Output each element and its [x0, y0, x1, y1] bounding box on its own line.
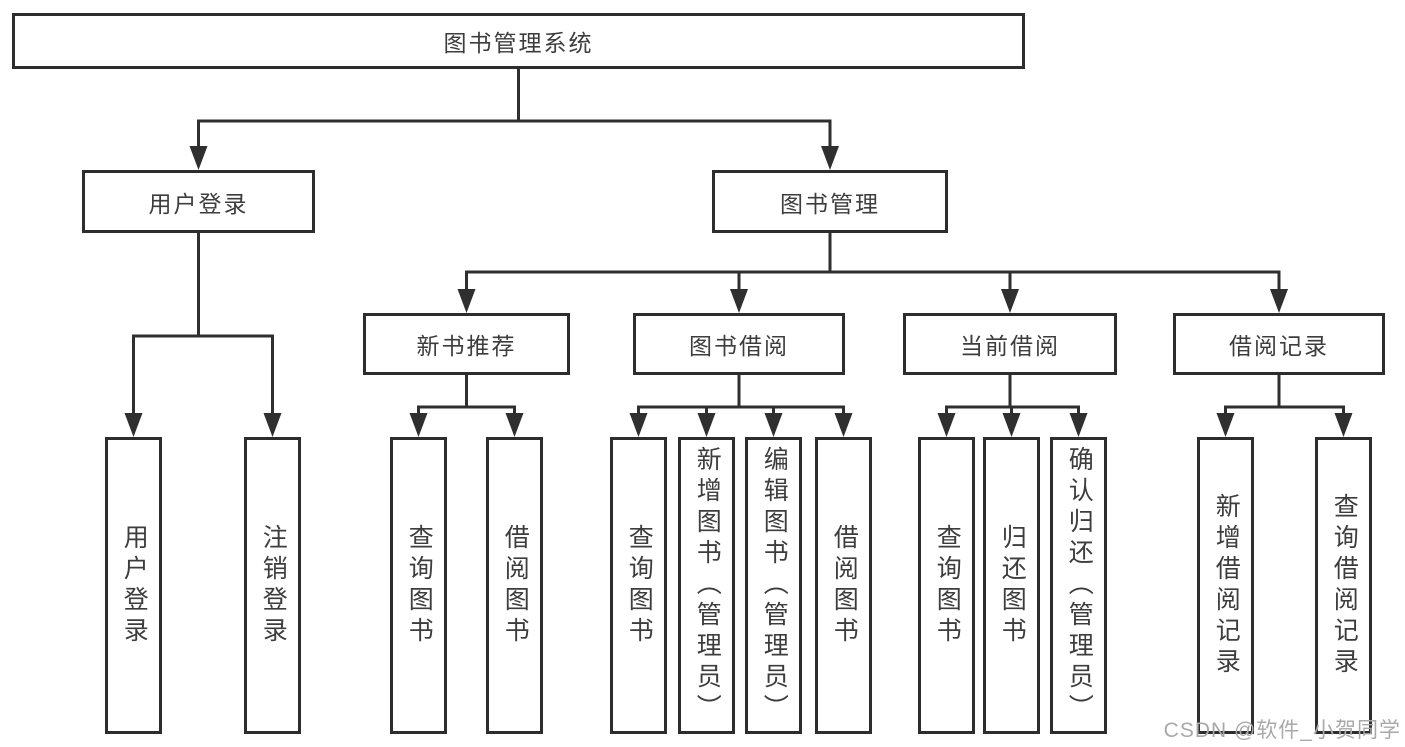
leaf-label: 查询图书 — [625, 523, 654, 648]
leaf-borrowing-edit-book-admin: 编辑图书（管理员） — [745, 437, 802, 734]
leaf-label: 新增图书（管理员） — [693, 446, 722, 725]
leaf-label: 用户登录 — [120, 523, 149, 648]
leaf-borrowing-query-books: 查询图书 — [610, 437, 667, 734]
connector-record-to-leaves — [1224, 375, 1345, 417]
leaf-current-confirm-return-admin: 确认归还（管理员） — [1050, 437, 1107, 734]
leaf-label: 查询图书 — [933, 523, 962, 648]
node-book-management: 图书管理 — [712, 170, 948, 233]
connector-bookmgmt-to-level3 — [465, 233, 1281, 293]
leaf-label: 归还图书 — [998, 523, 1027, 648]
leaf-current-return-books: 归还图书 — [983, 437, 1040, 734]
leaf-newrec-query-books: 查询图书 — [390, 437, 447, 734]
leaf-logout: 注销登录 — [244, 437, 301, 734]
connector-newrec-to-leaves — [417, 375, 516, 417]
node-root-library-system: 图书管理系统 — [12, 13, 1025, 69]
leaf-newrec-borrow-books: 借阅图书 — [486, 437, 543, 734]
connector-borrow-to-leaves — [637, 375, 845, 417]
leaf-label: 编辑图书（管理员） — [760, 446, 789, 725]
leaf-label: 注销登录 — [259, 523, 288, 648]
node-user-login: 用户登录 — [82, 170, 315, 233]
leaf-label: 确认归还（管理员） — [1065, 446, 1094, 725]
leaf-user-login: 用户登录 — [105, 437, 162, 734]
leaf-current-query-books: 查询图书 — [918, 437, 975, 734]
leaf-label: 借阅图书 — [830, 523, 859, 648]
leaf-borrowing-add-book-admin: 新增图书（管理员） — [678, 437, 735, 734]
csdn-watermark: CSDN @软件_小贺同学 — [1163, 719, 1401, 742]
connector-root-to-level2 — [197, 68, 832, 150]
leaf-record-query-borrow-record: 查询借阅记录 — [1315, 437, 1372, 734]
node-current-borrowing: 当前借阅 — [903, 313, 1117, 375]
node-new-book-recommend: 新书推荐 — [363, 313, 570, 375]
node-book-borrowing: 图书借阅 — [633, 313, 845, 375]
node-borrow-records: 借阅记录 — [1173, 313, 1385, 375]
connector-current-to-leaves — [945, 375, 1080, 417]
leaf-label: 查询借阅记录 — [1330, 492, 1359, 679]
leaf-label: 查询图书 — [405, 523, 434, 648]
leaf-label: 新增借阅记录 — [1212, 492, 1241, 679]
connector-userlogin-to-leaves — [132, 233, 274, 417]
leaf-label: 借阅图书 — [501, 523, 530, 648]
leaf-record-add-borrow-record: 新增借阅记录 — [1197, 437, 1254, 734]
leaf-borrowing-borrow-books: 借阅图书 — [815, 437, 872, 734]
